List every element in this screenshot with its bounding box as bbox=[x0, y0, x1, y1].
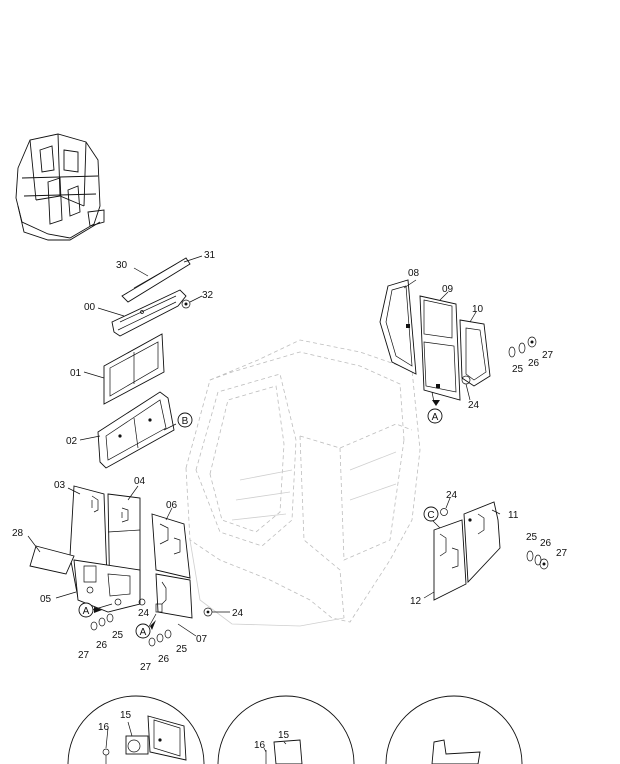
detail-view-right bbox=[385, 695, 523, 764]
fastener-set-lower-left bbox=[90, 598, 213, 647]
cab-thumbnail bbox=[15, 133, 105, 241]
ref-c-label: C bbox=[427, 510, 434, 521]
part-label-25-center: 25 bbox=[176, 644, 188, 655]
part-label-15-left: 15 bbox=[120, 710, 132, 721]
part-label-11: 11 bbox=[508, 510, 519, 521]
panel-06 bbox=[151, 513, 191, 579]
part-label-24-left: 24 bbox=[138, 608, 150, 619]
panel-08 bbox=[379, 279, 417, 375]
part-labels: 30 31 32 00 01 02 03 04 06 28 05 24 24 0… bbox=[12, 250, 568, 751]
part-label-12: 12 bbox=[410, 596, 422, 607]
panel-02 bbox=[97, 391, 175, 469]
detail-view-left bbox=[67, 695, 205, 764]
ref-a-upper-label: A bbox=[432, 412, 439, 423]
ref-a-center-label: A bbox=[140, 627, 147, 638]
part-label-27-center: 27 bbox=[140, 662, 152, 673]
ref-b bbox=[177, 412, 193, 428]
part-label-02: 02 bbox=[66, 436, 78, 447]
part-label-25-lower: 25 bbox=[526, 532, 538, 543]
part-label-30: 30 bbox=[116, 260, 128, 271]
panel-05 bbox=[73, 559, 141, 613]
part-label-28: 28 bbox=[12, 528, 24, 539]
part-label-05: 05 bbox=[40, 594, 52, 605]
ref-a-center bbox=[135, 623, 151, 639]
panel-31-strip bbox=[121, 257, 191, 303]
ref-a-upper bbox=[427, 408, 443, 424]
part-label-08: 08 bbox=[408, 268, 420, 279]
panel-01 bbox=[103, 333, 165, 405]
ref-a-left bbox=[78, 602, 94, 618]
part-label-25-left: 25 bbox=[112, 630, 124, 641]
fastener-set-lower-right bbox=[440, 508, 549, 570]
ref-a-left-label: A bbox=[83, 606, 90, 617]
panel-07 bbox=[155, 573, 193, 619]
cab-body-outline bbox=[185, 339, 421, 627]
part-label-15-center: 15 bbox=[278, 730, 290, 741]
fastener-set-upper-right bbox=[508, 336, 537, 358]
part-label-31: 31 bbox=[204, 250, 216, 261]
reference-markers: A A A B C bbox=[78, 400, 443, 639]
part-label-09: 09 bbox=[442, 284, 454, 295]
part-label-07: 07 bbox=[196, 634, 208, 645]
part-label-01: 01 bbox=[70, 368, 82, 379]
part-label-26-left: 26 bbox=[96, 640, 108, 651]
panel-28-sticker bbox=[29, 545, 75, 575]
ref-b-label: B bbox=[182, 416, 189, 427]
part-label-26-upper: 26 bbox=[528, 358, 540, 369]
panel-10 bbox=[459, 319, 491, 387]
ref-c bbox=[423, 506, 439, 522]
part-label-03: 03 bbox=[54, 480, 66, 491]
detail-view-center bbox=[217, 695, 355, 764]
part-label-26-lower: 26 bbox=[540, 538, 552, 549]
panel-11 bbox=[463, 501, 501, 584]
panel-12 bbox=[433, 519, 467, 601]
part-label-16-center: 16 bbox=[254, 740, 266, 751]
bolt-32 bbox=[181, 299, 191, 309]
part-label-26-center: 26 bbox=[158, 654, 170, 665]
part-label-16-left: 16 bbox=[98, 722, 110, 733]
part-label-25-upper: 25 bbox=[512, 364, 524, 375]
panel-00 bbox=[111, 289, 187, 337]
part-label-06: 06 bbox=[166, 500, 178, 511]
part-label-04: 04 bbox=[134, 476, 146, 487]
part-label-27-upper: 27 bbox=[542, 350, 554, 361]
panel-09 bbox=[419, 295, 461, 401]
part-label-32: 32 bbox=[202, 290, 214, 301]
part-label-24-upper: 24 bbox=[468, 400, 480, 411]
part-label-24-lower: 24 bbox=[446, 490, 458, 501]
part-label-00: 00 bbox=[84, 302, 96, 313]
part-label-24-bolt: 24 bbox=[232, 608, 244, 619]
part-label-27-lower: 27 bbox=[556, 548, 568, 559]
part-label-10: 10 bbox=[472, 304, 484, 315]
part-label-27-left: 27 bbox=[78, 650, 90, 661]
